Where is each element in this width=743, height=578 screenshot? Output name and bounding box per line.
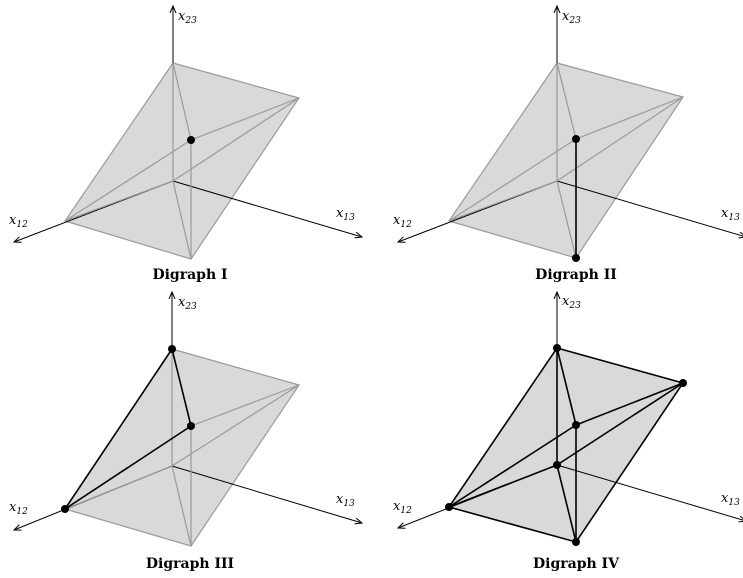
gray-edges [64, 62, 300, 260]
vertex-dot [187, 422, 195, 430]
x13-axis [556, 464, 743, 521]
x12-axis-label: x12 [9, 500, 28, 517]
x13-axis-label: x13 [721, 206, 740, 223]
vertex-dot [187, 136, 195, 144]
panel-digraph-3: x23 x12 x13 Digraph III [9, 292, 362, 572]
polytope-face [64, 62, 300, 260]
panel-caption: Digraph II [535, 267, 617, 283]
x23-axis-label: x23 [562, 9, 581, 26]
x13-axis [171, 465, 362, 523]
x23-axis-label: x23 [562, 294, 581, 311]
x13-axis-label: x13 [721, 491, 740, 508]
vertex-dot [445, 503, 453, 511]
x23-axis-label: x23 [178, 295, 197, 312]
highlighted-edges [448, 347, 684, 543]
panel-caption: Digraph III [146, 556, 234, 572]
panel-caption: Digraph I [152, 267, 227, 283]
x13-axis-label: x13 [336, 492, 355, 509]
x12-axis-label: x12 [393, 499, 412, 516]
polytope-face [64, 348, 300, 547]
x23-axis-label: x23 [178, 9, 197, 26]
highlighted-edges [64, 348, 192, 510]
vertex-dot [553, 461, 561, 469]
vertex-dot [572, 538, 580, 546]
x13-axis-label: x13 [336, 206, 355, 223]
panel-digraph-1: x23 x12 x13 Digraph I [9, 6, 362, 283]
vertex-dot [553, 344, 561, 352]
polytope-face [447, 347, 685, 543]
vertex-dot [572, 421, 580, 429]
x12-axis-label: x12 [393, 213, 412, 230]
gray-edges [64, 349, 300, 547]
x13-axis [172, 180, 362, 237]
gray-edges [448, 62, 684, 259]
vertex-dot [168, 345, 176, 353]
vertex-dot [572, 135, 580, 143]
x12-axis-label: x12 [9, 213, 28, 230]
panel-digraph-2: x23 x12 x13 Digraph II [393, 6, 743, 283]
vertex-dot [572, 254, 580, 262]
vertex-dot [61, 505, 69, 513]
polytope-face [448, 62, 684, 259]
vertex-dot [679, 379, 687, 387]
panel-caption: Digraph IV [533, 556, 620, 572]
x13-axis [556, 180, 743, 237]
panel-digraph-4: x23 x12 x13 Digraph IV [393, 292, 743, 572]
